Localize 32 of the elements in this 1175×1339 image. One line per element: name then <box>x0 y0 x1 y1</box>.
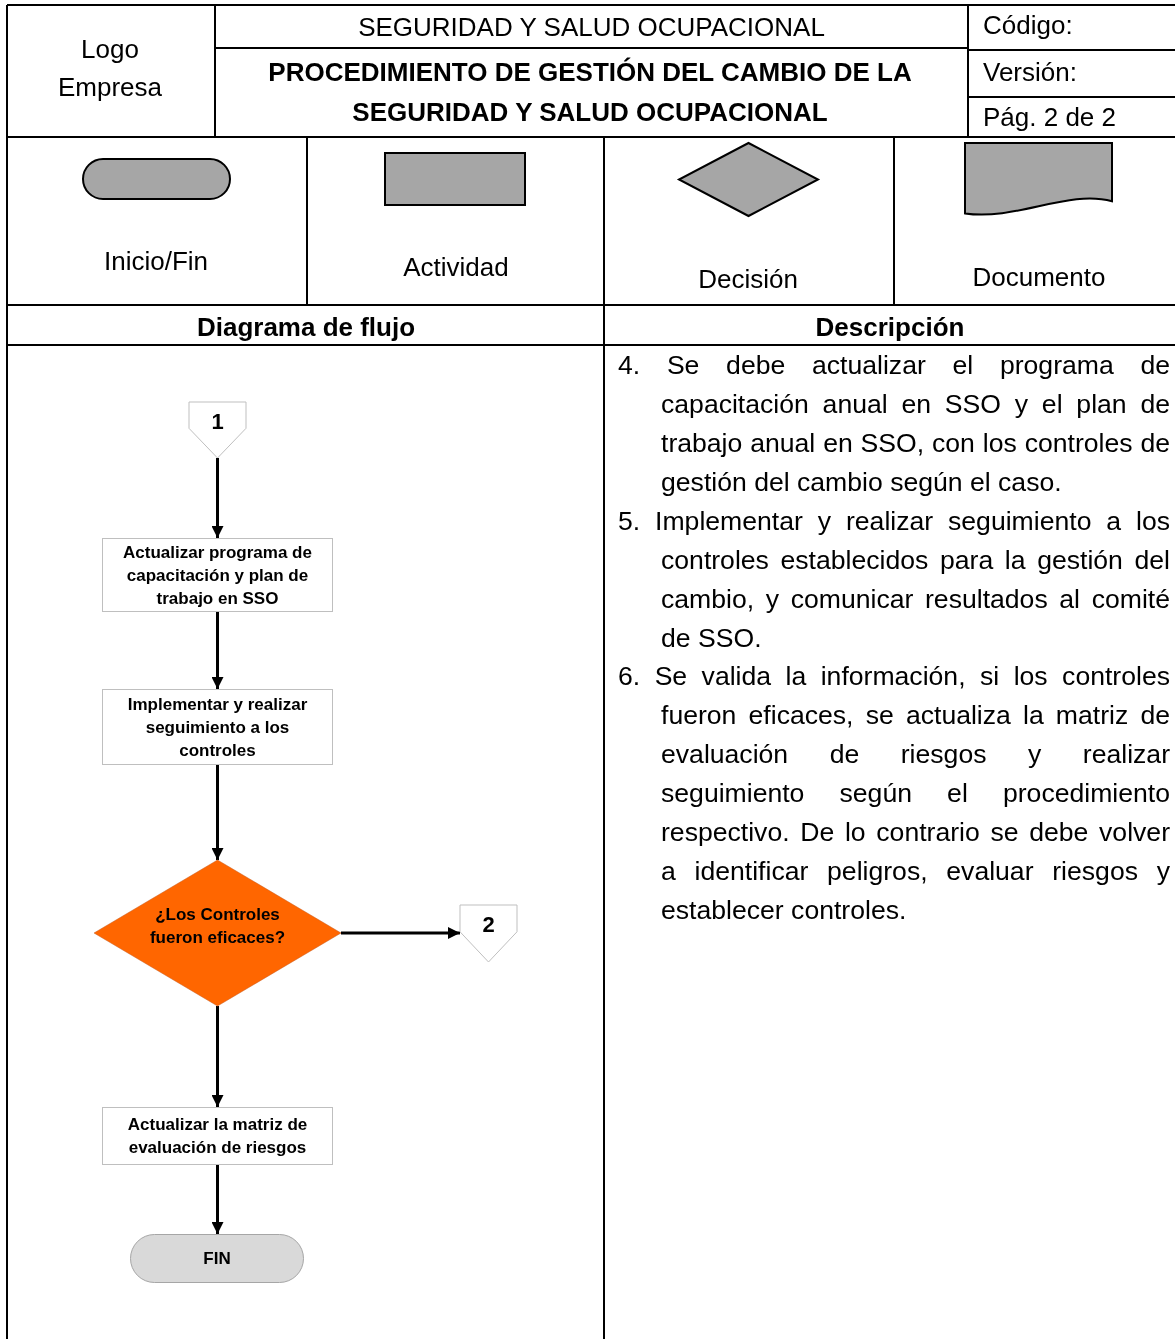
document-symbol <box>964 142 1113 218</box>
description-step: 5. Implementar y realizar seguimiento a los controles establecidos para la gestión del cambio, y comunicar resultados al comité de SSO. <box>618 502 1170 658</box>
symbol-caption: Actividad <box>402 252 510 282</box>
arrow <box>341 927 460 939</box>
column-heading: Diagrama de flujo <box>195 311 417 344</box>
symbol-caption: Decisión <box>697 264 799 294</box>
symbol-caption: Documento <box>971 262 1107 292</box>
field-label: Versión: <box>983 56 1078 89</box>
page-number: Pág. 2 de 2 <box>983 101 1117 134</box>
terminator: FIN <box>130 1234 304 1283</box>
arrow <box>211 612 224 689</box>
procedure-title: PROCEDIMIENTO DE GESTIÓN DEL CAMBIO DE LA SEGURIDAD Y SALUD OCUPACIONAL <box>267 56 913 129</box>
symbol-caption: Inicio/Fin <box>102 246 209 276</box>
process-box: Actualizar programa de capacitación y plan de trabajo en SSO <box>102 538 333 612</box>
decision-diamond: ¿Los Controles fueron eficaces? <box>94 860 341 1006</box>
arrow <box>211 1006 224 1107</box>
process-symbol <box>384 152 526 206</box>
decision-symbol <box>678 142 819 217</box>
off-page-connector: 1 <box>189 402 246 458</box>
terminator-symbol <box>82 158 231 200</box>
description-step: 4. Se debe actualizar el programa de capacitación anual en SSO y el plan de trabajo anual en SSO, con los controles de gestión del cambio según el caso. <box>618 346 1170 502</box>
arrow <box>211 458 224 538</box>
arrow <box>211 1165 224 1234</box>
column-heading: Descripción <box>814 311 966 344</box>
arrow <box>211 765 224 860</box>
process-box: Actualizar la matriz de evaluación de riesgos <box>102 1107 333 1165</box>
placeholder-text: Logo Empresa <box>56 33 163 104</box>
header-title: SEGURIDAD Y SALUD OCUPACIONAL <box>357 11 826 44</box>
off-page-connector: 2 <box>460 905 517 962</box>
field-label: Código: <box>983 9 1074 42</box>
process-box: Implementar y realizar seguimiento a los controles <box>102 689 333 765</box>
description-step: 6. Se valida la información, si los controles fueron eficaces, se actualiza la matriz de evaluación de riesgos y realizar seguimiento según el procedimiento respectivo. De lo contrario se debe volver a identificar peligros, evaluar riesgos y establecer controles. <box>618 657 1170 930</box>
